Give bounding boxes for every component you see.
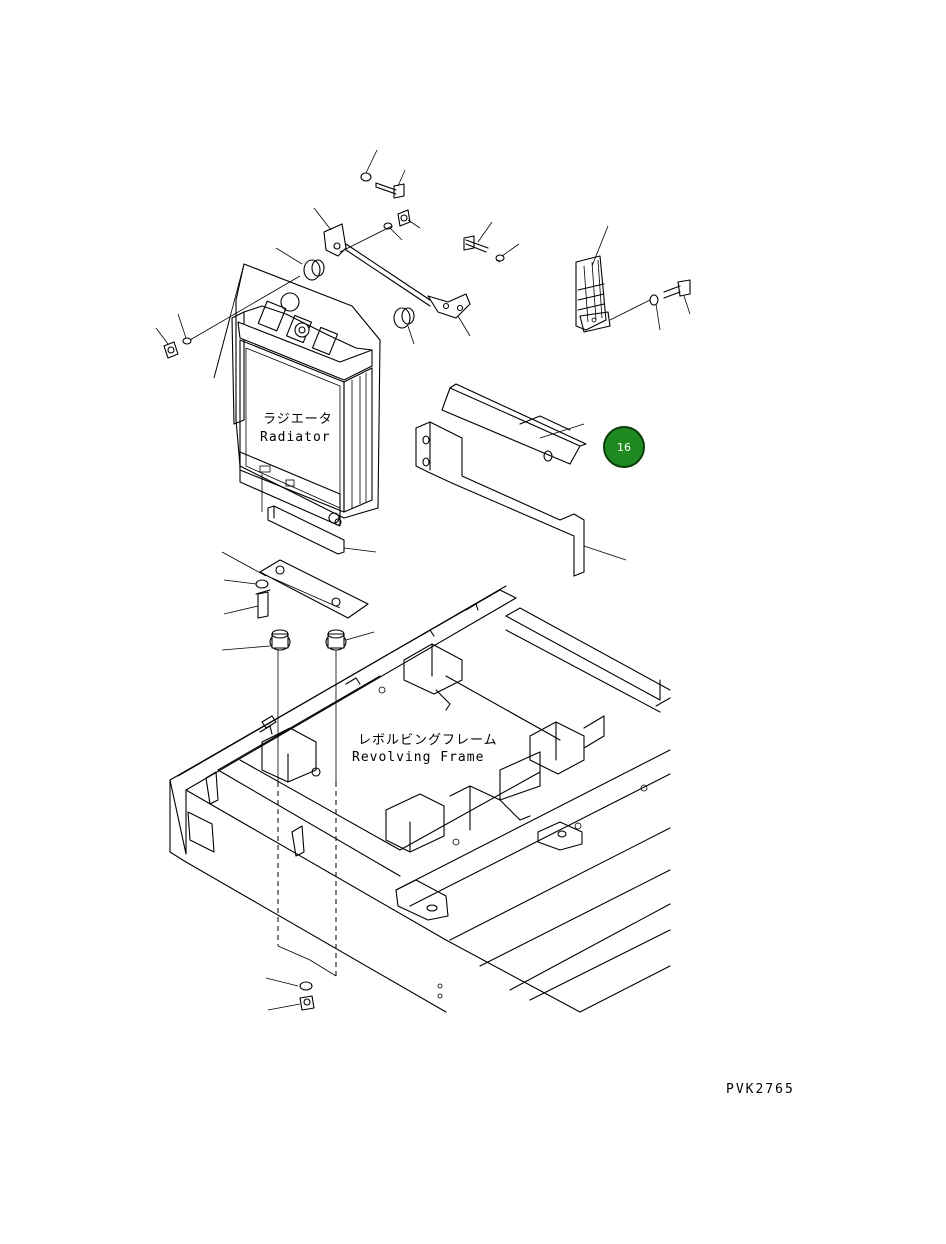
left-nut-washer bbox=[155, 275, 301, 359]
revolving-frame: レボルビングフレーム Revolving Frame bbox=[169, 585, 671, 1013]
rubber-mount-upper-left bbox=[275, 247, 325, 281]
radiator-assembly: ラジエータ Radiator bbox=[213, 263, 381, 527]
frame-label-jp: レボルビングフレーム bbox=[358, 733, 498, 748]
bottom-nut-washer bbox=[265, 977, 315, 1011]
seal-strip-lower bbox=[415, 421, 627, 577]
callout-number[interactable]: 16 bbox=[617, 441, 631, 454]
rubber-mount-upper-right bbox=[393, 307, 415, 345]
callout-badge-16[interactable]: 16 bbox=[603, 426, 645, 468]
side-guard-plate bbox=[575, 225, 691, 333]
frame-label-en: Revolving Frame bbox=[352, 750, 484, 765]
drawing-code: PVK2765 bbox=[726, 1082, 795, 1097]
lower-mount-bracket bbox=[221, 551, 375, 977]
callout-circle[interactable] bbox=[603, 426, 645, 468]
lower-bar bbox=[267, 505, 377, 555]
radiator-label-en: Radiator bbox=[260, 430, 331, 445]
top-bracket-hardware bbox=[155, 149, 520, 359]
radiator-label-jp: ラジエータ bbox=[263, 412, 333, 427]
seal-strip-upper bbox=[441, 383, 587, 465]
